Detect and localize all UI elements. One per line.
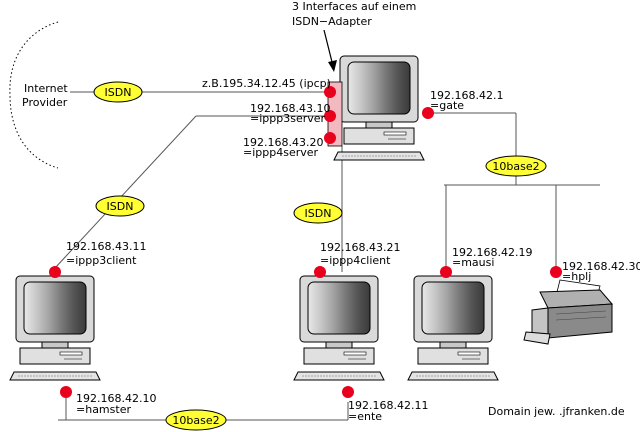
svg-text:ISDN: ISDN: [105, 86, 132, 99]
mausi-lan-name: =mausi: [452, 256, 494, 269]
gate-ippp4-name: =ippp4server: [243, 146, 319, 159]
ente-lan-ip: 192.168.42.11: [348, 399, 428, 412]
gate-lan-name: =gate: [430, 99, 464, 112]
cloud-label-line1: Internet: [24, 82, 68, 95]
gate-ipcp-label: z.B.195.34.12.45 (ipcp): [202, 77, 331, 90]
nic-hplj-dot: [550, 266, 562, 278]
gate-ippp3-ip: 192.168.43.10: [250, 102, 330, 115]
oval-isdn-mid: ISDN: [293, 202, 343, 224]
oval-10base2-bottom: 10base2: [165, 409, 227, 431]
domain-note: Domain jew. .jfranken.de: [488, 405, 625, 418]
gate-ippp4-ip: 192.168.43.20: [243, 136, 323, 149]
nic-hamster-isdn-dot: [49, 266, 61, 278]
computer-hamster[interactable]: [9, 266, 101, 398]
hamster-isdn-name: =ippp3client: [66, 254, 137, 267]
hamster-lan-name: =hamster: [76, 403, 131, 416]
annotation-line2: ISDN−Adapter: [292, 15, 372, 28]
svg-text:ISDN: ISDN: [107, 200, 134, 213]
ente-isdn-ip: 192.168.43.21: [320, 241, 400, 254]
nic-ippp3-dot: [324, 110, 336, 122]
annotation: 3 Interfaces auf einem ISDN−Adapter: [292, 0, 416, 72]
oval-10base2-top: 10base2: [485, 155, 547, 177]
arrow-head-icon: [328, 60, 337, 72]
nic-mausi-dot: [440, 266, 452, 278]
cloud-label-line2: Provider: [22, 96, 68, 109]
nic-ente-lan-dot: [342, 386, 354, 398]
svg-text:10base2: 10base2: [172, 414, 219, 427]
ente-lan-name: =ente: [348, 410, 382, 423]
oval-isdn-left: ISDN: [95, 195, 145, 217]
mausi-lan-ip: 192.168.42.19: [452, 246, 532, 259]
hplj-lan-ip: 192.168.42.30: [562, 260, 640, 273]
gate-lan-ip: 192.168.42.1: [430, 89, 503, 102]
nic-gate-eth-dot: [422, 107, 434, 119]
computer-ente[interactable]: [293, 266, 385, 398]
nic-ipcp-dot: [324, 86, 336, 98]
computer-gate[interactable]: [324, 55, 434, 161]
links: [54, 91, 600, 421]
hamster-lan-ip: 192.168.42.10: [76, 392, 156, 405]
printer-hplj[interactable]: [523, 266, 614, 345]
hplj-lan-name: =hplj: [562, 270, 591, 283]
svg-text:10base2: 10base2: [492, 160, 539, 173]
ente-isdn-name: =ippp4client: [320, 254, 391, 267]
nic-ippp4-dot: [324, 132, 336, 144]
nic-ente-isdn-dot: [314, 266, 326, 278]
internet-provider-cloud: Internet Provider: [9, 21, 68, 169]
oval-isdn-internet: ISDN: [93, 81, 143, 103]
gate-ippp3-name: =ippp3server: [250, 112, 326, 125]
nic-hamster-lan-dot: [60, 386, 72, 398]
hamster-isdn-ip: 192.168.43.11: [66, 240, 146, 253]
svg-text:ISDN: ISDN: [305, 207, 332, 220]
annotation-line1: 3 Interfaces auf einem: [292, 0, 416, 13]
computer-mausi[interactable]: [407, 266, 499, 381]
